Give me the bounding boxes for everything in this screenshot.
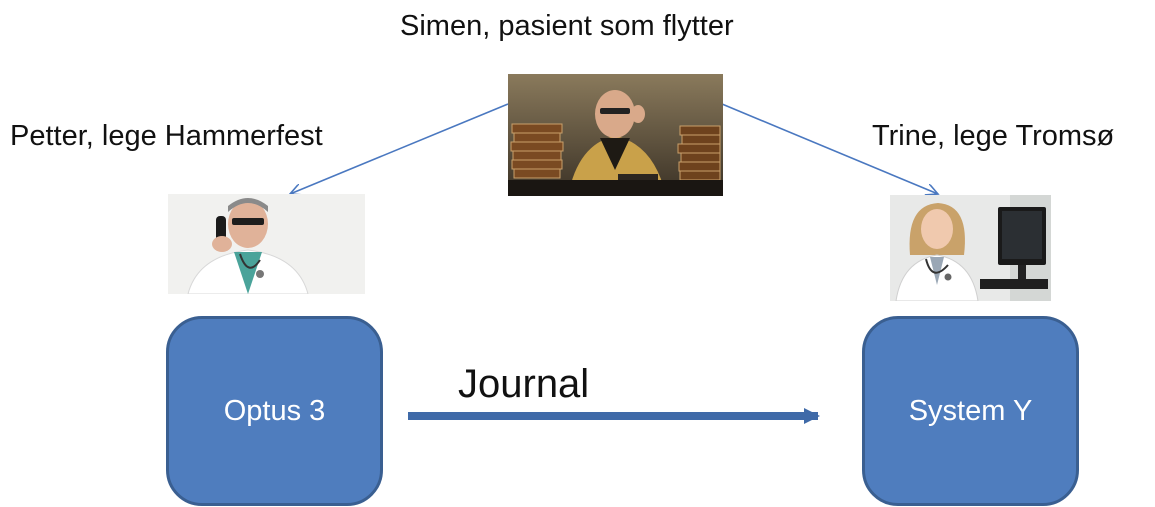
journal-label: Journal [458,362,590,406]
arrow-simen-to-trine [721,103,938,194]
system-label-system-y: System Y [908,394,1033,427]
system-label-optus: Optus 3 [223,394,326,427]
arrow-simen-to-petter [290,103,509,194]
system-box-system-y: System Y [862,316,1079,506]
system-box-optus: Optus 3 [166,316,383,506]
doctor-tromso-label: Trine, lege Tromsø [872,120,1115,152]
doctor-hammerfest-photo [168,194,365,294]
doctor-hammerfest-label: Petter, lege Hammerfest [10,120,323,152]
doctor-tromso-photo [890,195,1051,301]
patient-label: Simen, pasient som flytter [400,10,734,42]
patient-photo [508,74,723,196]
